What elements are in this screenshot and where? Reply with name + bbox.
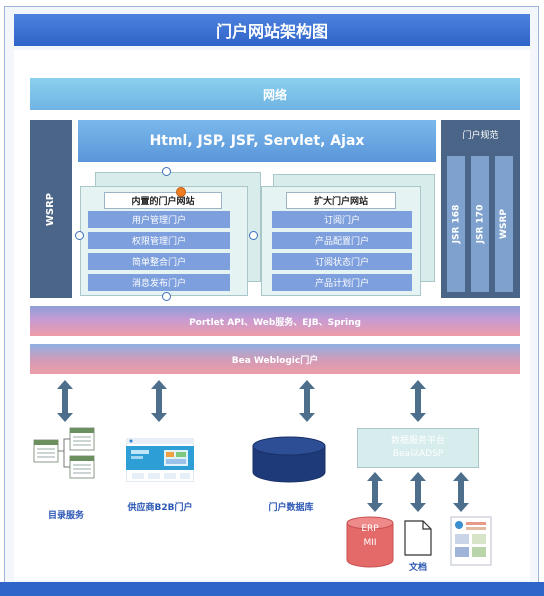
double-arrow-icon — [410, 380, 426, 422]
document-icon — [404, 520, 432, 556]
portal-spec-title: 门户规范 — [462, 131, 499, 141]
erp-label-line2: MII — [363, 538, 377, 548]
spec-jsr170-label: JSR 170 — [475, 204, 485, 244]
rotation-handle — [176, 187, 186, 197]
double-arrow-icon — [57, 380, 73, 422]
erp-label-line1: ERP — [361, 524, 379, 534]
weblogic-layer: Bea Weblogic门户 — [30, 344, 520, 374]
portal-spec-box: 门户规范 JSR 168 JSR 170 WSRP — [441, 120, 520, 298]
double-arrow-icon — [299, 380, 315, 422]
builtin-item-permission-mgmt: 权限管理门户 — [88, 232, 230, 249]
selection-handle-left — [75, 231, 84, 240]
data-platform-line2: Bea以ADSP — [392, 449, 444, 459]
portlet-api-layer: Portlet API、Web服务、EJB、Spring — [30, 306, 520, 336]
extended-item-product-config: 产品配置门户 — [272, 232, 412, 249]
double-arrow-icon — [453, 472, 469, 512]
extended-item-subscribe-status: 订阅状态门户 — [272, 253, 412, 270]
data-service-platform: 数据服务平台 Bea以ADSP — [357, 428, 479, 468]
spec-jsr168: JSR 168 — [447, 156, 465, 292]
builtin-item-simple-integration: 简单整合门户 — [88, 253, 230, 270]
document-label: 文档 — [408, 563, 427, 573]
bottom-edge-bar — [0, 582, 544, 596]
web-tech-layer: Html, JSP, JSF, Servlet, Ajax — [78, 120, 436, 162]
spec-jsr168-label: JSR 168 — [451, 204, 461, 244]
diagram-title: 门户网站架构图 — [14, 14, 530, 46]
database-icon — [252, 436, 326, 483]
builtin-portals-title: 内置的门户网站 — [104, 192, 222, 209]
extended-item-product-plan: 产品计划门户 — [272, 274, 412, 291]
extended-item-subscribe: 订阅门户 — [272, 211, 412, 228]
network-layer: 网络 — [30, 78, 520, 110]
wsrp-side-label: WSRP — [45, 192, 57, 226]
report-icon — [450, 516, 492, 566]
selection-handle-top — [162, 167, 171, 176]
wsrp-side-bar: WSRP — [30, 120, 72, 298]
erp-database-icon — [346, 516, 394, 568]
supplier-b2b-label: 供应商B2B门户 — [127, 503, 193, 513]
portal-db-label: 门户数据库 — [268, 503, 314, 513]
selection-handle-right — [249, 231, 258, 240]
double-arrow-icon — [410, 472, 426, 512]
double-arrow-icon — [151, 380, 167, 422]
catalog-service-icon — [33, 427, 95, 479]
spec-wsrp-label: WSRP — [499, 209, 509, 239]
extended-portals-title: 扩大门户网站 — [286, 192, 396, 209]
catalog-service-label: 目录服务 — [47, 511, 84, 521]
double-arrow-icon — [367, 472, 383, 512]
web-page-icon — [126, 438, 194, 482]
data-platform-line1: 数据服务平台 — [390, 436, 445, 446]
erp-label: ERP MII — [346, 522, 394, 550]
spec-jsr170: JSR 170 — [471, 156, 489, 292]
selection-handle-bottom — [162, 292, 171, 301]
builtin-item-message-publish: 消息发布门户 — [88, 274, 230, 291]
builtin-item-user-mgmt: 用户管理门户 — [88, 211, 230, 228]
spec-wsrp: WSRP — [495, 156, 513, 292]
